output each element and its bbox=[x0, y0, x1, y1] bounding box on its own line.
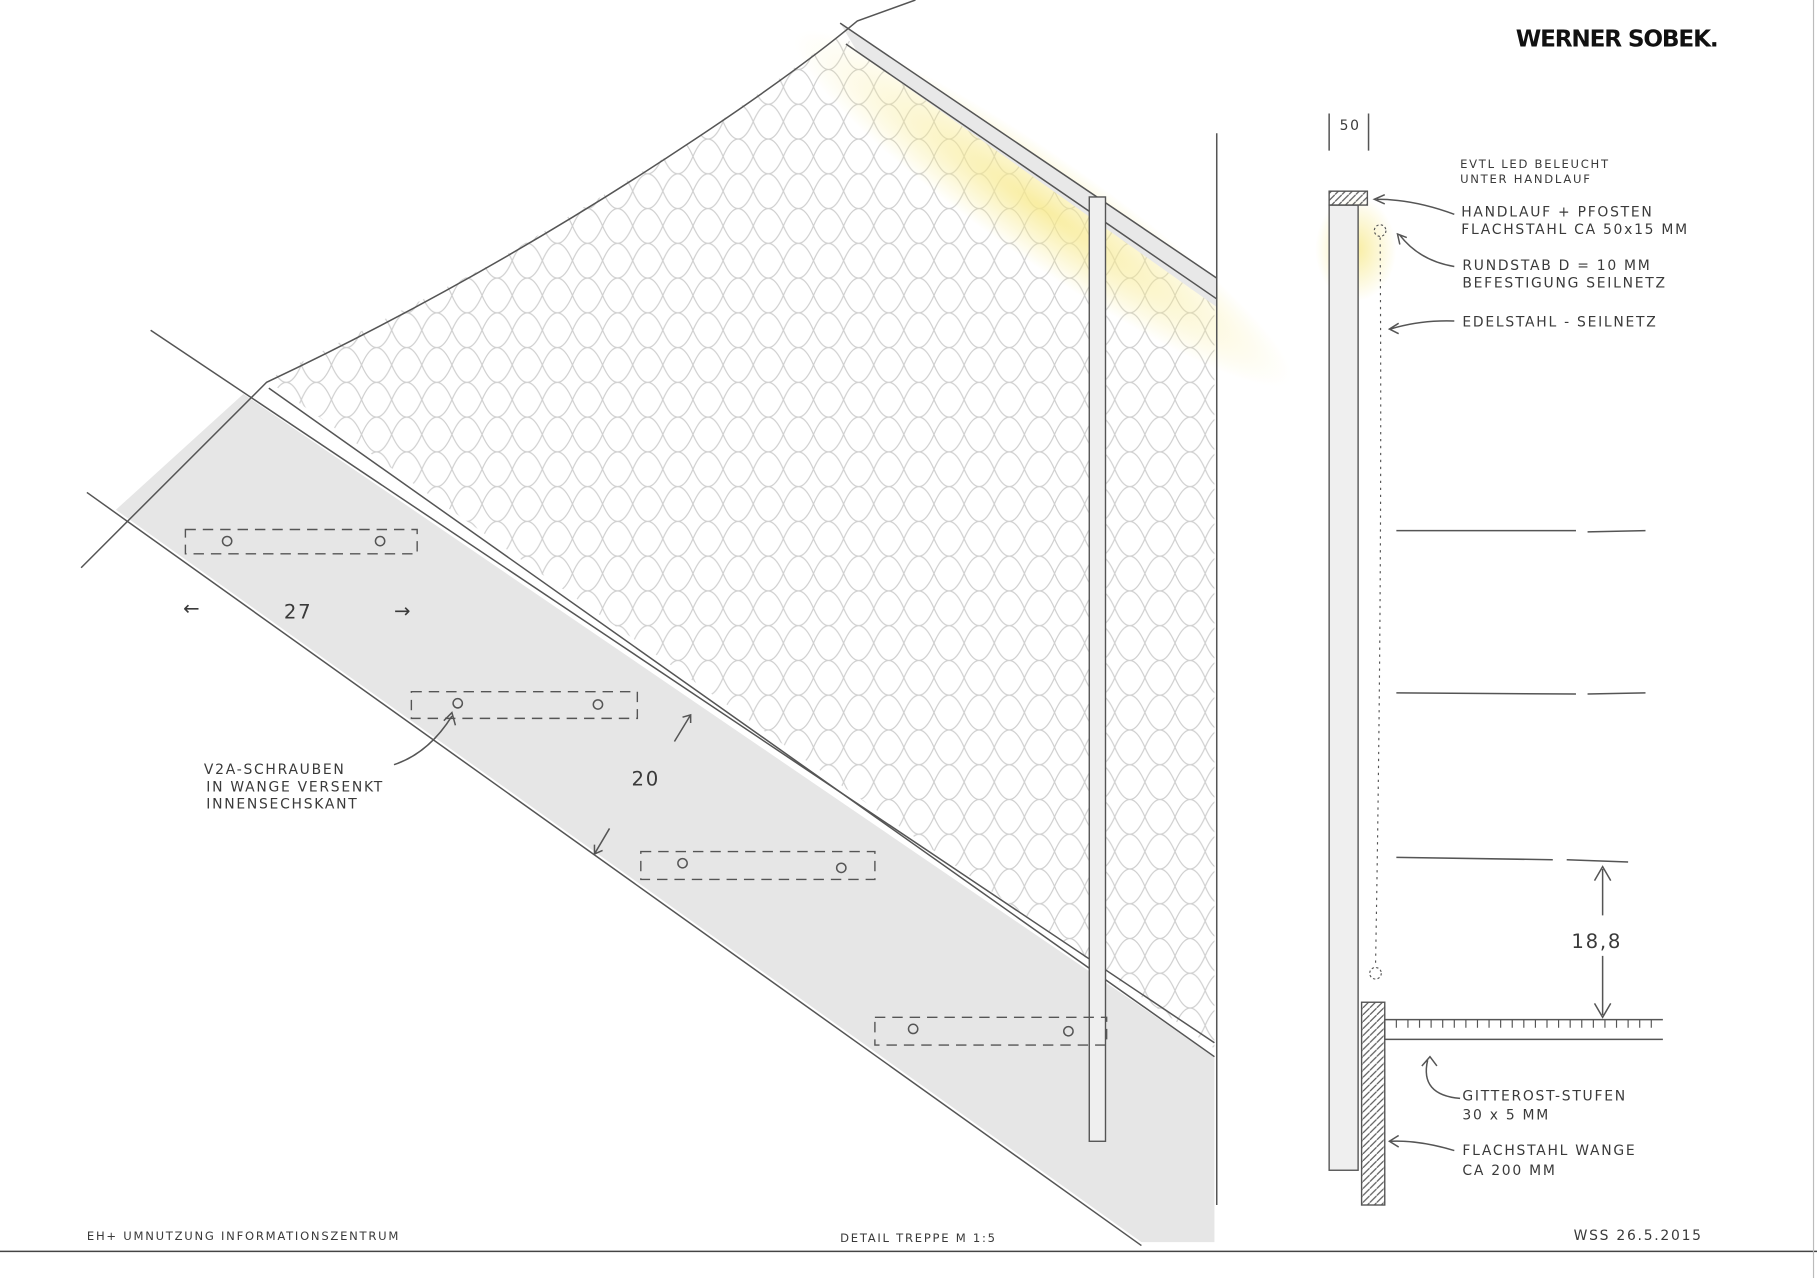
dim-width-ticks bbox=[1328, 113, 1370, 151]
handrail-note-1: HANDLAUF + PFOSTEN bbox=[1461, 205, 1653, 221]
section-post bbox=[1328, 204, 1359, 1171]
screw-note-3: INNENSECHSKANT bbox=[206, 797, 358, 813]
project-title: EH+ UMNUTZUNG INFORMATIONSZENTRUM bbox=[87, 1229, 400, 1243]
step-line bbox=[1396, 529, 1646, 533]
stringer-note-2: CA 200 MM bbox=[1462, 1163, 1556, 1179]
dim-step-height: 18,8 bbox=[1571, 930, 1622, 953]
screw-note-1: V2A-SCHRAUBEN bbox=[204, 762, 346, 778]
stringer bbox=[115, 393, 1215, 1243]
dim-riser: 20 bbox=[632, 768, 661, 791]
step-bracket bbox=[410, 691, 639, 720]
screw-note-2: IN WANGE VERSENKT bbox=[206, 779, 384, 795]
grating-ticks bbox=[1395, 1019, 1652, 1028]
drawing-title: DETAIL TREPPE M 1:5 bbox=[840, 1231, 997, 1245]
rod-note-1: RUNDSTAB D = 10 MM bbox=[1462, 258, 1651, 274]
step-line bbox=[1396, 692, 1646, 695]
arrow-right-icon: → bbox=[394, 600, 412, 623]
author-date: WSS 26.5.2015 bbox=[1574, 1228, 1703, 1244]
rod-note-2: BEFESTIGUNG SEILNETZ bbox=[1462, 275, 1666, 291]
grating-leader bbox=[1421, 1055, 1461, 1100]
handrail-note-2: FLACHSTAHL CA 50x15 MM bbox=[1461, 222, 1689, 238]
arrow-up-icon bbox=[673, 713, 692, 742]
led-note-1: EVTL LED BELEUCHT bbox=[1460, 157, 1610, 171]
led-glow bbox=[794, 30, 1292, 387]
arrow-down-icon bbox=[593, 828, 611, 856]
post bbox=[1088, 196, 1107, 1142]
dim-tread: 27 bbox=[284, 601, 313, 624]
step-line bbox=[1396, 856, 1629, 863]
stringer-top-edge-2 bbox=[268, 387, 1215, 1058]
handrail-line-top bbox=[839, 22, 1218, 279]
net-outline bbox=[80, 0, 916, 569]
stair-elevation: ← 27 → 20 V2A-SCHRAUBEN IN WANGE VERSENK… bbox=[80, 0, 1292, 1247]
signature: WERNER SOBEK. bbox=[1516, 25, 1718, 52]
handrail-leader bbox=[1372, 193, 1455, 216]
arrow-left-icon: ← bbox=[183, 597, 201, 620]
stringer-bottom-edge bbox=[86, 491, 1142, 1247]
step-bracket bbox=[874, 1016, 1108, 1046]
screw-leader bbox=[393, 711, 457, 766]
handrail-line-bottom bbox=[845, 43, 1218, 300]
stringer-note-1: FLACHSTAHL WANGE bbox=[1462, 1143, 1636, 1159]
rod-leader bbox=[1396, 232, 1455, 268]
handrail-section bbox=[1328, 190, 1369, 206]
led-note-2: UNTER HANDLAUF bbox=[1460, 172, 1592, 186]
stringer-leader bbox=[1387, 1134, 1455, 1152]
net-leader bbox=[1387, 320, 1455, 335]
grating-note-1: GITTEROST-STUFEN bbox=[1462, 1089, 1626, 1105]
dim-width: 50 bbox=[1340, 118, 1361, 134]
grating-note-2: 30 x 5 MM bbox=[1462, 1107, 1550, 1123]
net-note: EDELSTAHL - SEILNETZ bbox=[1462, 315, 1657, 331]
dim-arrow bbox=[1593, 865, 1612, 1019]
rod-icon bbox=[1373, 224, 1387, 237]
cable-net-section bbox=[1374, 237, 1382, 968]
step-bracket bbox=[184, 528, 418, 555]
rod-icon-bottom bbox=[1369, 966, 1382, 980]
stringer-top-edge-1 bbox=[150, 329, 1215, 1044]
stair-section: 50 18,8 EVTL LED BELEUCHT UNTER HANDLAUF… bbox=[1315, 113, 1689, 1206]
cable-net bbox=[266, 34, 1215, 1049]
step-bracket bbox=[640, 850, 876, 881]
handrail-band bbox=[840, 23, 1217, 308]
stringer-section bbox=[1360, 1001, 1386, 1206]
